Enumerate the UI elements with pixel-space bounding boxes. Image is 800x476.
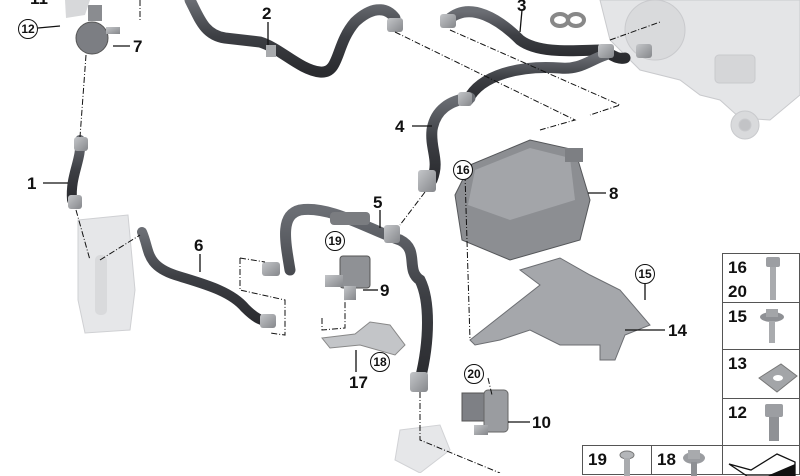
fastener-label-18: 18 xyxy=(657,450,676,469)
hose-1-top-fitting xyxy=(74,137,88,151)
fastener-cell-13: 13 xyxy=(722,349,800,399)
hose-1-bottom-fitting xyxy=(68,195,82,209)
circled-callout-20: 20 xyxy=(464,364,484,384)
hose-2-clip xyxy=(266,45,276,57)
fastener-label-20: 20 xyxy=(728,282,747,301)
engine-ghost xyxy=(599,0,800,140)
fastener-cell-scale xyxy=(722,445,800,476)
callout-10: 10 xyxy=(532,413,551,432)
dash-dot-assembly-lines xyxy=(75,0,661,473)
hose-5-bottom-fitting xyxy=(410,372,428,392)
hose-clamp-pair xyxy=(550,12,586,28)
hose-2 xyxy=(184,0,401,78)
reservoir-ghost xyxy=(77,214,136,334)
fastener-cell-18: 18 xyxy=(651,445,723,476)
scale-marker-icon xyxy=(728,453,796,476)
circled-callout-19: 19 xyxy=(325,231,345,251)
hose-4 xyxy=(426,92,476,186)
hex-bolt-long-icon xyxy=(766,257,780,300)
fastener-label-19: 19 xyxy=(588,450,607,469)
flange-bolt-icon xyxy=(760,309,784,343)
lower-ghost xyxy=(394,424,451,473)
hex-bolt-short-icon xyxy=(765,404,783,441)
hex-flange-bolt-icon xyxy=(683,450,705,476)
bracket-17 xyxy=(321,321,406,356)
fastener-label-12: 12 xyxy=(728,403,747,422)
pump-10 xyxy=(461,389,509,435)
callout-17: 17 xyxy=(349,373,368,392)
callout-8: 8 xyxy=(609,184,619,203)
hose-3-connector-a xyxy=(440,14,456,28)
circled-callout-16: 16 xyxy=(453,160,473,180)
callout-2: 2 xyxy=(262,4,272,23)
callout-9: 9 xyxy=(380,281,390,300)
circled-callout-15: 15 xyxy=(635,264,655,284)
fastener-cell-19: 19 xyxy=(582,445,652,476)
fastener-cell-15: 15 xyxy=(722,302,800,350)
hose-5-left-fitting xyxy=(262,262,280,276)
hose-3-connector-c xyxy=(636,44,652,58)
callout-14: 14 xyxy=(668,321,687,340)
valve-9 xyxy=(325,255,371,300)
pump-7 xyxy=(65,0,120,55)
callout-4: 4 xyxy=(395,117,405,136)
hose-6-fitting xyxy=(260,314,276,328)
hose-5-tee-connector xyxy=(384,225,400,243)
bracket-14 xyxy=(469,257,651,361)
callout-6: 6 xyxy=(194,236,204,255)
circled-callout-18: 18 xyxy=(370,352,390,372)
hose-4-connector xyxy=(418,170,436,192)
callout-5: 5 xyxy=(373,193,383,212)
hose-2-connector xyxy=(387,18,403,32)
callout-11: 11 xyxy=(30,0,48,7)
torx-screw-icon xyxy=(619,450,635,476)
hose-5-sleeve xyxy=(330,212,370,225)
callout-7: 7 xyxy=(133,37,143,56)
fastener-cell-16-20: 16 20 xyxy=(722,253,800,303)
fastener-label-16: 16 xyxy=(728,258,747,277)
callout-3: 3 xyxy=(517,0,527,15)
hose-3-lower xyxy=(462,49,611,106)
hose-6 xyxy=(137,227,273,327)
circled-callout-12: 12 xyxy=(18,19,38,39)
fastener-label-13: 13 xyxy=(728,354,747,373)
hose-3-connector-b xyxy=(598,44,614,58)
spring-nut-clip-icon xyxy=(758,363,798,393)
fastener-cell-12: 12 xyxy=(722,398,800,446)
callout-1: 1 xyxy=(27,174,37,193)
fastener-label-15: 15 xyxy=(728,307,747,326)
leader-lines xyxy=(37,9,665,423)
hose-4-top-connector xyxy=(458,92,472,106)
module-8 xyxy=(454,139,591,261)
